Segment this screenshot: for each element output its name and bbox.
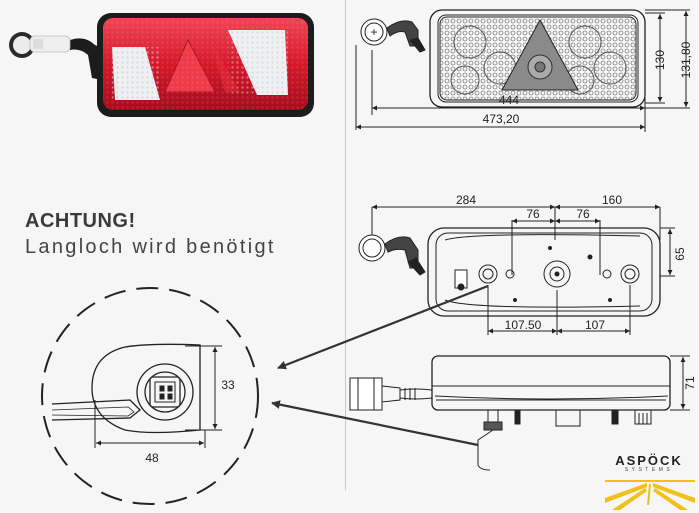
dim-detail-width: 48 (145, 451, 159, 465)
vertical-divider (345, 0, 346, 490)
brand-logo: ASPÖCK SYSTEMS (603, 453, 695, 473)
dim-back-span-right: 160 (602, 193, 622, 207)
dim-back-span-left: 284 (456, 193, 476, 207)
product-photo (9, 13, 314, 117)
svg-text:+: + (370, 25, 377, 39)
dim-back-height: 65 (673, 247, 687, 261)
warning-text: Langloch wird benötigt (25, 236, 276, 258)
brand-tagline: SYSTEMS (624, 467, 674, 473)
dim-back-spacing-left: 76 (526, 207, 540, 221)
warning-title: ACHTUNG! (25, 210, 136, 232)
pointer-arrow-side (271, 400, 479, 447)
dim-front-total-width: 473,20 (483, 112, 520, 126)
dim-front-height: 130 (653, 50, 667, 70)
dim-side-height: 71 (683, 376, 697, 390)
dim-front-height-outer: 131,80 (679, 41, 693, 78)
side-view-drawing (349, 355, 690, 471)
brand-name: ASPÖCK (615, 453, 683, 468)
dim-detail-height: 33 (221, 378, 235, 392)
front-view-drawing: + (355, 9, 690, 132)
dim-back-lower-right: 107 (585, 318, 605, 332)
detail-view (41, 287, 259, 505)
dim-back-spacing-right: 76 (576, 207, 590, 221)
brand-logo-mark (605, 480, 695, 510)
dim-back-lower-left: 107.50 (505, 318, 542, 332)
dim-front-inner-width: 444 (499, 93, 519, 107)
back-view-drawing (358, 204, 675, 335)
pointer-arrow-back (277, 284, 489, 370)
